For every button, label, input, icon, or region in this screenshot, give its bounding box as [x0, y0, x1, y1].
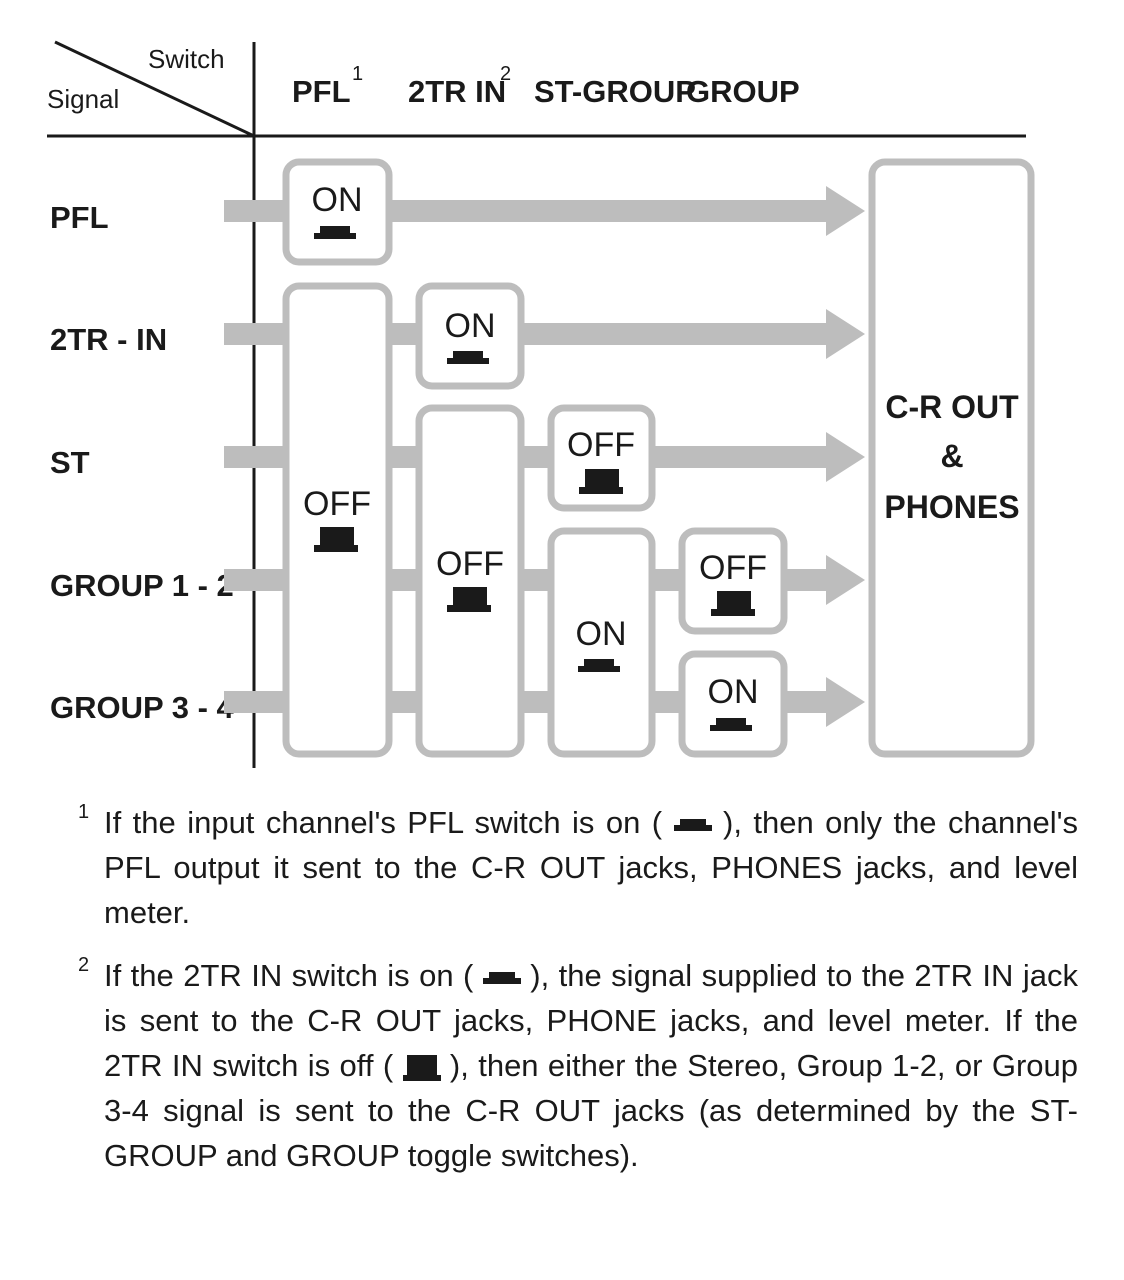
- arrow-head-pfl: [826, 186, 865, 236]
- switch-2tr-on: [415, 282, 525, 390]
- switch-2tr-off: [415, 404, 525, 758]
- switch-on-icon: [482, 971, 521, 984]
- signal-line-pfl-out: [389, 200, 829, 222]
- switch-off-icon: [579, 469, 623, 494]
- switch-group-off: [678, 527, 788, 635]
- switch-on-icon: [314, 226, 356, 239]
- footnote-1-text-b: ), then only the channel's PFL output it…: [104, 805, 1078, 930]
- signal-line-2tr-mid: [389, 323, 419, 345]
- signal-line-g12-out: [784, 569, 829, 591]
- arrow-head-2tr: [826, 309, 865, 359]
- footnotes: 1 If the input channel's PFL switch is o…: [78, 800, 1078, 1196]
- switch-st-group-off-label: OFF: [567, 426, 635, 464]
- switch-pfl-off-label: OFF: [303, 485, 371, 523]
- column-header-group: GROUP: [686, 74, 800, 109]
- switch-on-icon: [447, 351, 489, 364]
- switch-st-group-on: [547, 527, 656, 758]
- signal-label-group-1-2: GROUP 1 - 2: [50, 568, 234, 603]
- signal-label-st: ST: [50, 445, 90, 480]
- switch-2tr-on-label: ON: [445, 307, 496, 345]
- signal-line-g12-in: [224, 569, 286, 591]
- footnote-2-text-b: ), the signal supplied to the 2TR IN jac…: [104, 958, 1078, 1083]
- footnote-2-number: 2: [78, 954, 90, 976]
- switch-on-icon: [673, 818, 712, 831]
- switch-group-off-label: OFF: [699, 549, 767, 587]
- footnote-1-text-a: If the input channel's PFL switch is on …: [104, 805, 663, 840]
- signal-line-pfl-in: [224, 200, 286, 222]
- signal-lines: [224, 186, 865, 727]
- arrow-head-st: [826, 432, 865, 482]
- footnote-2-text-c: ), then either the Stereo, Group 1-2, or…: [104, 1048, 1078, 1173]
- switch-off-icon: [314, 527, 358, 552]
- signal-label-2tr-in: 2TR - IN: [50, 322, 167, 357]
- switch-pfl-on-label: ON: [312, 181, 363, 219]
- signal-line-g34-b: [521, 691, 551, 713]
- signal-label-pfl: PFL: [50, 200, 109, 235]
- signal-line-g12-c: [652, 569, 682, 591]
- column-header-pfl: PFL: [292, 74, 351, 109]
- switch-on-icon: [710, 718, 752, 731]
- column-header-2tr-in: 2TR IN: [408, 74, 506, 109]
- footnote-1-number: 1: [78, 801, 90, 823]
- signal-line-g12-a: [389, 569, 419, 591]
- footnote-2-text-a: If the 2TR IN switch is on (: [104, 958, 474, 993]
- signal-line-g34-out: [784, 691, 829, 713]
- output-label-line-1: C-R OUT: [885, 389, 1019, 425]
- switch-st-group-off: [547, 404, 656, 512]
- signal-routing-diagram: Switch Signal PFL 1 2TR IN 2 ST-GROUP GR…: [47, 40, 1035, 768]
- corner-switch-label: Switch: [148, 44, 225, 74]
- signal-label-group-3-4: GROUP 3 - 4: [50, 690, 235, 725]
- switch-off-icon: [711, 591, 755, 616]
- footnote-2: 2 If the 2TR IN switch is on ( ), the si…: [78, 953, 1078, 1178]
- signal-line-g34-a: [389, 691, 419, 713]
- switch-pfl-off: [282, 282, 393, 758]
- switch-group-on-label: ON: [708, 673, 759, 711]
- corner-signal-label: Signal: [47, 84, 119, 114]
- arrow-head-g12: [826, 555, 865, 605]
- column-footnote-1: 1: [352, 63, 363, 85]
- switch-on-icon: [578, 659, 620, 672]
- output-label-line-2: &: [940, 438, 963, 474]
- signal-line-g34-c: [652, 691, 682, 713]
- signal-line-2tr-out: [521, 323, 829, 345]
- switch-2tr-off-label: OFF: [436, 545, 504, 583]
- switch-group-on: [678, 650, 788, 758]
- column-footnote-2: 2: [500, 63, 511, 85]
- signal-line-st-b: [521, 446, 551, 468]
- switch-off-icon: [402, 1054, 441, 1081]
- column-header-st-group: ST-GROUP: [534, 74, 696, 109]
- signal-line-g12-b: [521, 569, 551, 591]
- switch-off-icon: [447, 587, 491, 612]
- footnote-1: 1 If the input channel's PFL switch is o…: [78, 800, 1078, 935]
- output-box: [868, 158, 1035, 758]
- switch-st-group-on-label: ON: [576, 615, 627, 653]
- corner-diagonal: [54, 40, 255, 138]
- signal-line-2tr-in: [224, 323, 286, 345]
- output-label-line-3: PHONES: [884, 489, 1019, 525]
- switch-pfl-on: [282, 158, 393, 266]
- signal-line-st-in: [224, 446, 286, 468]
- signal-line-g34-in: [224, 691, 286, 713]
- signal-line-st-a: [389, 446, 419, 468]
- signal-line-st-out: [652, 446, 829, 468]
- arrow-head-g34: [826, 677, 865, 727]
